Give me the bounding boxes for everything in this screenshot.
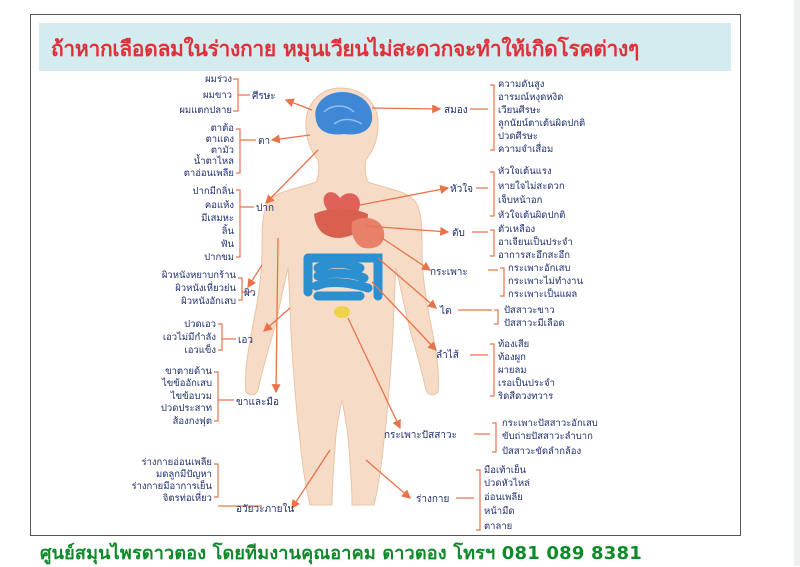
symptom-skin-3: ผิวหนังอักเสบ <box>181 296 236 307</box>
symptom-eye-4: น้ำตาไหล <box>193 156 234 167</box>
symptom-mouth-3: มีเสมหะ <box>201 213 234 224</box>
symptom-skin-2: ผิวหนังเหี่ยวย่น <box>175 283 236 294</box>
symptom-heart-1: หัวใจเต้นแรง <box>498 166 552 177</box>
symptom-limbs-2: ไขข้ออักเสบ <box>161 378 212 389</box>
symptom-liver-3: อาการสะอึกสะอึก <box>498 250 570 261</box>
arrows <box>247 98 450 510</box>
symptom-body-3: อ่อนเพลีย <box>484 492 523 503</box>
symptom-limbs-5: ส้องกงฟุต <box>172 416 212 427</box>
bladder <box>334 306 350 318</box>
category-waist: เอว <box>238 335 254 346</box>
symptom-mouth-2: คอแห้ง <box>204 200 234 211</box>
symptom-eye-3: ตามัว <box>210 145 234 156</box>
symptom-brain-3: เวียนศีรษะ <box>498 105 542 116</box>
title-bar: ถ้าหากเลือดลมในร่างกาย หมุนเวียนไม่สะดวก… <box>39 23 731 71</box>
symptom-brain-4: ลูกนัยน์ตาเต้นผิดปกติ <box>498 118 586 129</box>
symptom-brain-5: ปวดศีรษะ <box>498 131 539 142</box>
category-heart: หัวใจ <box>450 184 473 195</box>
symptom-waist-3: เอวแข็ง <box>184 345 216 356</box>
symptom-brain-1: ความดันสูง <box>498 79 545 90</box>
category-intestine: ลำไส้ <box>436 350 459 361</box>
category-kidney: ไต <box>440 306 452 317</box>
category-body: ร่างกาย <box>416 494 450 505</box>
symptom-brain-6: ความจำเสื่อม <box>498 144 554 155</box>
symptom-limbs-4: ปวดประสาท <box>160 403 212 414</box>
symptom-stomach-2: กระเพาะไม่ทำงาน <box>508 276 584 287</box>
symptom-waist-1: ปวดเอว <box>184 319 216 330</box>
symptom-intestine-3: ผายลม <box>498 365 527 376</box>
category-eye: ตา <box>258 136 271 147</box>
symptom-mouth-1: ปากมีกลิ่น <box>192 186 234 197</box>
footer-contact: ศูนย์สมุนไพรดาวตอง โดยทีมงานคุณอาคม ดาวต… <box>40 543 642 564</box>
scan-edge <box>794 0 800 566</box>
symptom-organs-2: มดลูกมีปัญหา <box>156 469 212 480</box>
category-mouth: ปาก <box>256 203 275 214</box>
symptom-body-4: หน้ามืด <box>484 506 515 517</box>
symptom-organs-4: จิตรท่อเหี่ยว <box>162 493 212 504</box>
category-limbs: ขาและมือ <box>236 397 279 408</box>
symptom-mouth-5: ฟัน <box>220 239 234 250</box>
symptom-bladder-2: ขับถ่ายปัสสาวะลำบาก <box>502 431 593 442</box>
symptom-body-1: มือเท้าเย็น <box>484 465 527 476</box>
symptom-stomach-1: กระเพาะอักเสบ <box>508 263 571 274</box>
category-internal-organs: อวัยวะภายใน <box>236 504 295 515</box>
symptom-hair-2: ผมขาว <box>203 90 232 101</box>
symptom-liver-1: ตัวเหลือง <box>498 224 536 235</box>
symptom-organs-1: ร่างกายอ่อนเพลีย <box>141 457 212 468</box>
symptom-eye-5: ตาอ่อนเพลีย <box>183 168 234 179</box>
symptom-limbs-3: ไขข้อบวม <box>170 391 212 402</box>
human-figure <box>245 87 439 506</box>
category-liver: ตับ <box>452 228 465 239</box>
category-brain: สมอง <box>444 105 468 116</box>
symptom-intestine-2: ท้องผูก <box>498 352 526 363</box>
symptom-intestine-5: ริดสีดวงทวาร <box>498 391 554 402</box>
category-head: ศีรษะ <box>252 91 276 102</box>
page-title: ถ้าหากเลือดลมในร่างกาย หมุนเวียนไม่สะดวก… <box>51 37 639 61</box>
right-brackets <box>456 84 505 531</box>
category-skin: ผิว <box>244 288 256 299</box>
symptom-heart-3: เจ็บหน้าอก <box>498 195 543 206</box>
symptom-kidney-2: ปัสสาวะมีเลือด <box>504 318 565 329</box>
symptom-mouth-6: ปากขม <box>204 252 234 263</box>
symptom-limbs-1: ขาตายด้าน <box>165 366 212 377</box>
symptom-eye-2: ตาแดง <box>205 134 234 145</box>
symptom-body-2: ปวดหัวไหล่ <box>484 478 530 489</box>
symptom-hair-1: ผมร่วง <box>205 74 232 85</box>
symptom-heart-4: หัวใจเต้นผิดปกติ <box>498 210 566 221</box>
symptom-intestine-1: ท้องเสีย <box>498 339 530 350</box>
symptom-hair-3: ผมแตกปลาย <box>179 105 232 116</box>
brain <box>315 92 373 135</box>
symptom-organs-3: ร่างกายมีอาการเย็น <box>131 481 212 492</box>
stomach <box>351 217 385 249</box>
symptom-bladder-3: ปัสสาวะขัดลำกล้อง <box>502 446 582 457</box>
symptom-skin-1: ผิวหนังหยาบกร้าน <box>161 270 236 281</box>
symptom-liver-2: อาเจียนเป็นประจำ <box>498 237 573 248</box>
symptom-intestine-4: เรอเป็นประจำ <box>498 378 555 389</box>
symptom-brain-2: อารมณ์หงุดหงิด <box>498 92 564 103</box>
symptom-kidney-1: ปัสสาวะขาว <box>504 305 555 316</box>
symptom-heart-2: หายใจไม่สะดวก <box>498 181 565 192</box>
symptom-mouth-4: ลิ้น <box>221 226 234 237</box>
symptom-eye-1: ตาต้อ <box>210 123 234 134</box>
left-brackets <box>214 78 262 507</box>
symptom-waist-2: เอวไม่มีกำลัง <box>162 332 216 343</box>
brain-fold <box>323 105 363 125</box>
poster: ถ้าหากเลือดลมในร่างกาย หมุนเวียนไม่สะดวก… <box>30 14 741 536</box>
symptom-stomach-3: กระเพาะเป็นแผล <box>508 289 578 300</box>
symptom-bladder-1: กระเพาะปัสสาวะอักเสบ <box>502 418 598 429</box>
symptom-body-5: ตาลาย <box>484 521 513 532</box>
category-stomach: กระเพาะ <box>430 267 468 278</box>
category-bladder: กระเพาะปัสสาวะ <box>384 430 457 441</box>
